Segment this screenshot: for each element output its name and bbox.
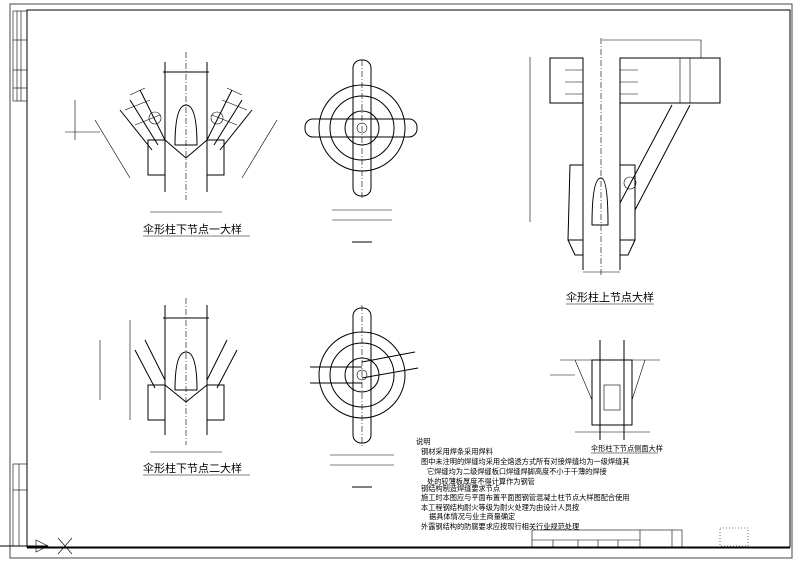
note-line: 据具体情况与业主商量确定 [429, 512, 515, 521]
outer-border [9, 3, 793, 559]
lower-node-2-title: 伞形柱下节点二大样 [143, 461, 242, 475]
note-line: 钢材采用焊条采用焊料 [421, 447, 493, 456]
inner-border [26, 9, 791, 548]
left-binding-block [12, 10, 28, 547]
note-line: 外露钢结构的防腐要求应按现行相关行业规范处理 [421, 522, 579, 531]
lower-node-2-detail: 伞形柱下节点二大样 [99, 298, 250, 476]
column-plan-2 [310, 305, 419, 488]
lower-node-1-detail: 伞形柱下节点一大样 [65, 52, 278, 237]
note-line: 本工程钢结构耐火等级为耐火处理为由设计人员按 [421, 503, 579, 512]
lower-node-1-title: 伞形柱下节点一大样 [143, 222, 242, 236]
lower-node-side-detail: 伞形柱下节点侧面大样 [550, 340, 663, 454]
north-arrow-symbol [0, 537, 73, 555]
note-line: 处的较薄板厚度不得计算作为钢管 [427, 477, 535, 486]
column-plan-1 [304, 59, 418, 243]
title-block [27, 527, 790, 549]
note-line: 钢结构制造焊缝要求节点 [421, 484, 500, 493]
note-line: 施工时本图应与平面布置平面图钢管混凝土柱节点大样图配合使用 [421, 493, 629, 502]
upper-node-title: 伞形柱上节点大样 [566, 290, 654, 304]
note-line: 它焊缝均为二级焊缝板口焊缝焊脚高度不小于千薄的焊接 [427, 467, 607, 476]
lower-node-side-title: 伞形柱下节点侧面大样 [591, 444, 663, 453]
note-line: 图中未注明的焊缝均采用全熔透方式所有对接焊缝均为一级焊缝其 [421, 457, 629, 466]
general-notes: 说明 钢材采用焊条采用焊料 图中未注明的焊缝均采用全熔透方式所有对接焊缝均为一级… [416, 437, 629, 531]
upper-node-detail: 伞形柱上节点大样 [529, 38, 721, 305]
notes-heading: 说明 [416, 437, 430, 446]
